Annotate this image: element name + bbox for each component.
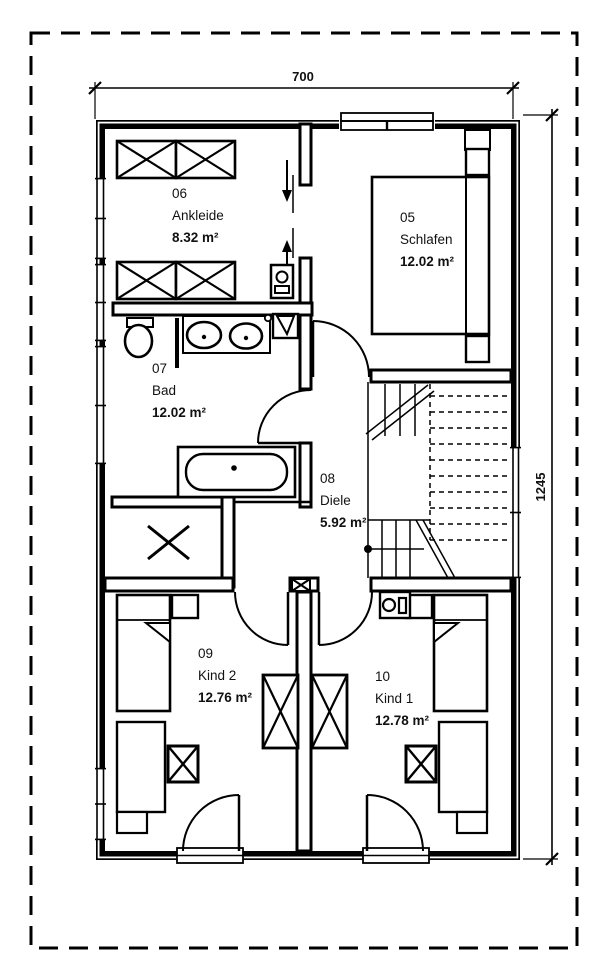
- kind1-chair: [404, 744, 438, 784]
- bad-toilet: [123, 317, 154, 359]
- room-name: Bad: [152, 383, 176, 398]
- room-name: Schlafen: [400, 232, 453, 247]
- staircase: [364, 382, 509, 579]
- room-area: 12.76 m²: [198, 690, 253, 705]
- windows-left: [94, 177, 107, 841]
- room-label-bad: 07 Bad 12.02 m²: [152, 361, 207, 420]
- window-right: [509, 446, 522, 579]
- room-area: 5.92 m²: [320, 515, 367, 530]
- door-schlafen: [311, 320, 370, 378]
- ankleide-wardrobes: [115, 139, 237, 301]
- wall-duct-box: [291, 578, 311, 592]
- room-area: 12.02 m²: [152, 405, 207, 420]
- room-area: 12.02 m²: [400, 254, 455, 269]
- door-kind1-terrace: [365, 794, 424, 852]
- ankleide-radiator: [269, 263, 295, 300]
- kind1-radiator: [378, 590, 412, 620]
- dashed-page-border: [29, 31, 579, 950]
- window-top: [339, 112, 435, 132]
- sliding-door-marks: [282, 160, 294, 277]
- dimension-right: 1245: [523, 108, 559, 866]
- door-kind2-hall: [234, 591, 290, 646]
- door-kind2-terrace: [182, 794, 241, 852]
- dimension-top: 700: [88, 69, 520, 119]
- terrace-door-sills-bottom: [176, 847, 430, 864]
- door-bad: [257, 389, 312, 445]
- kind2-chair: [166, 744, 200, 784]
- dimension-height-label: 1245: [533, 473, 548, 502]
- kind2-furniture: [115, 593, 200, 835]
- room-name: Ankleide: [172, 208, 224, 223]
- room-number: 05: [400, 210, 415, 225]
- room-label-kind1: 10 Kind 1 12.78 m²: [375, 669, 430, 728]
- room-number: 07: [152, 361, 167, 376]
- kind1-furniture: [378, 590, 489, 835]
- room-name: Kind 2: [198, 668, 236, 683]
- room-label-kind2: 09 Kind 2 12.76 m²: [198, 646, 253, 705]
- room-number: 06: [172, 186, 187, 201]
- room-label-diele: 08 Diele 5.92 m²: [320, 471, 367, 530]
- room-number: 10: [375, 669, 390, 684]
- bad-bathtub: [176, 445, 297, 499]
- dimension-width-label: 700: [292, 69, 314, 84]
- bad-sinks: [182, 315, 271, 354]
- room-number: 08: [320, 471, 335, 486]
- room-label-schlafen: 05 Schlafen 12.02 m²: [400, 210, 455, 269]
- room-name: Kind 1: [375, 691, 413, 706]
- room-name: Diele: [320, 493, 351, 508]
- room-area: 8.32 m²: [172, 230, 219, 245]
- room-area: 12.78 m²: [375, 713, 430, 728]
- bad-shower: [263, 312, 300, 340]
- room-number: 09: [198, 646, 213, 661]
- shaft-x-mark: [147, 524, 190, 561]
- schlafen-bed: [370, 129, 491, 364]
- kids-wardrobes: [261, 673, 349, 750]
- room-label-ankleide: 06 Ankleide 8.32 m²: [172, 186, 224, 245]
- door-kind1-hall: [317, 591, 373, 646]
